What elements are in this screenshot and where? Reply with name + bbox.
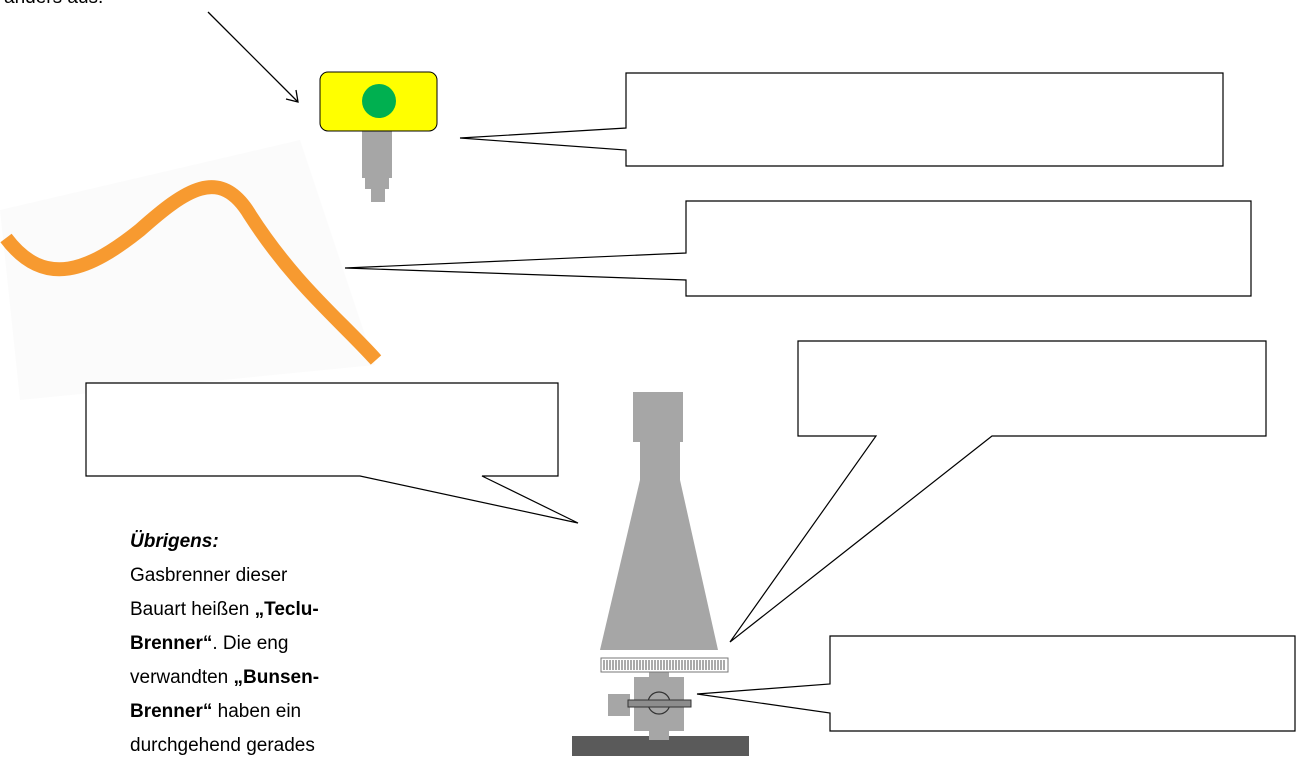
note-text-part: Gasbrenner dieser Bauart heißen [130, 565, 288, 620]
label-box-burner-tube[interactable] [85, 382, 579, 524]
label-box-gas-tap[interactable] [459, 72, 1224, 167]
gas-hose-icon [0, 180, 382, 365]
gas-tap-icon [319, 71, 438, 202]
burner-icon [572, 392, 749, 756]
note-heading: Übrigens: [130, 531, 219, 552]
top-caption-fragment: anders aus. [4, 0, 103, 9]
note-text: Übrigens: Gasbrenner dieser Bauart heiße… [130, 525, 330, 763]
label-box-hose[interactable] [344, 200, 1252, 297]
note-term-teclu: „Teclu-Brenner“ [130, 599, 319, 654]
label-box-air-regulator[interactable] [729, 340, 1267, 643]
pointer-arrow [207, 11, 299, 103]
note-text-part: . Die eng verwandten [130, 633, 289, 688]
hose-backdrop [0, 140, 375, 400]
label-box-gas-valve[interactable] [696, 635, 1296, 732]
note-text-part: haben ein durchgehend gerades [130, 701, 315, 756]
note-term-bunsen: „Bunsen-Brenner“ [130, 667, 320, 722]
